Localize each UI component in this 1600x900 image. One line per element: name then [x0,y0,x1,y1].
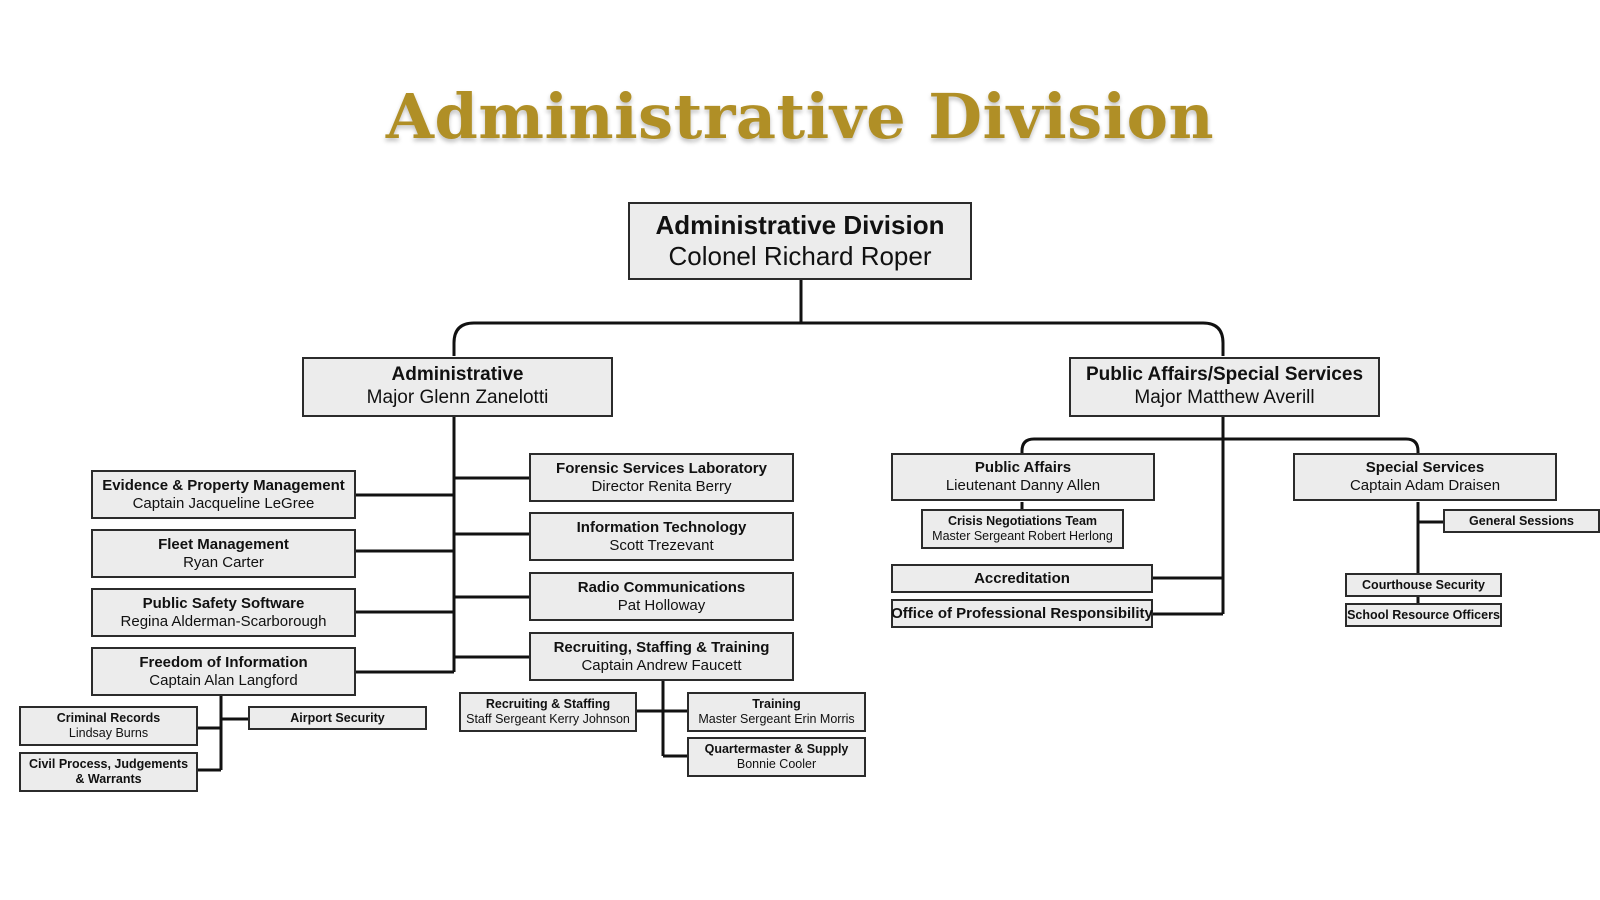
org-node-recruiting-staffing: Recruiting & Staffing Staff Sergeant Ker… [459,692,637,732]
node-person: Director Renita Berry [591,477,732,495]
node-name-line1: Civil Process, Judgements [28,757,189,771]
org-node-general-sessions: General Sessions [1443,509,1600,533]
node-person: Master Sergeant Robert Herlong [932,529,1113,543]
node-name: Radio Communications [577,578,746,596]
node-person: Captain Jacqueline LeGree [132,494,315,512]
org-node-administrative: Administrative Major Glenn Zanelotti [302,357,613,417]
org-node-forensic-services: Forensic Services Laboratory Director Re… [529,453,794,502]
node-name: Recruiting & Staffing [485,697,611,711]
node-name: Freedom of Information [139,653,308,671]
node-name: Public Affairs [974,459,1072,476]
org-node-radio-communications: Radio Communications Pat Holloway [529,572,794,621]
node-person: Master Sergeant Erin Morris [698,712,855,726]
org-node-accreditation: Accreditation [891,564,1153,593]
node-person: Captain Andrew Faucett [581,656,742,674]
node-name-line2: & Warrants [75,772,142,786]
node-name: Evidence & Property Management [102,476,345,494]
node-person: Regina Alderman-Scarborough [120,612,327,630]
connector-level2 [452,321,1225,356]
node-person: Ryan Carter [183,553,264,571]
node-person: Captain Alan Langford [149,671,298,689]
org-node-freedom-of-information: Freedom of Information Captain Alan Lang… [91,647,356,696]
org-node-courthouse-security: Courthouse Security [1345,573,1502,597]
node-person: Pat Holloway [617,596,706,614]
node-name: Public Affairs/Special Services [1085,364,1364,386]
node-name: Training [752,697,801,711]
node-name: Recruiting, Staffing & Training [553,638,770,656]
org-node-school-resource-officers: School Resource Officers [1345,603,1502,627]
org-node-administrative-division: Administrative Division Colonel Richard … [628,202,972,280]
org-node-evidence-property: Evidence & Property Management Captain J… [91,470,356,519]
connector-pass-branch [1020,437,1420,456]
org-node-civil-process: Civil Process, Judgements & Warrants [19,752,198,792]
org-node-public-safety-software: Public Safety Software Regina Alderman-S… [91,588,356,637]
node-name: Crisis Negotiations Team [947,514,1098,528]
org-node-public-affairs-special-services: Public Affairs/Special Services Major Ma… [1069,357,1380,417]
node-person: Bonnie Cooler [736,757,817,771]
org-node-office-professional-responsibility: Office of Professional Responsibility [891,599,1153,628]
node-name: Administrative Division [655,209,945,240]
org-node-public-affairs: Public Affairs Lieutenant Danny Allen [891,453,1155,501]
node-name: Accreditation [974,569,1070,587]
node-name: Office of Professional Responsibility [891,604,1153,622]
node-person: Major Glenn Zanelotti [366,387,549,408]
node-name: Information Technology [576,518,747,536]
node-name: Airport Security [290,710,385,725]
node-name: School Resource Officers [1347,607,1500,622]
node-name: Forensic Services Laboratory [556,459,767,477]
org-node-airport-security: Airport Security [248,706,427,730]
node-name: Public Safety Software [142,594,305,612]
node-person: Major Matthew Averill [1134,387,1315,408]
node-name: Administrative [391,364,524,386]
node-person: Scott Trezevant [609,536,714,554]
node-name: Special Services [1365,459,1485,476]
node-name: General Sessions [1469,513,1574,528]
node-name: Courthouse Security [1362,577,1485,592]
node-name: Fleet Management [158,535,289,553]
org-node-special-services: Special Services Captain Adam Draisen [1293,453,1557,501]
node-person: Colonel Richard Roper [668,241,932,271]
node-person: Lieutenant Danny Allen [945,477,1101,494]
node-name: Quartermaster & Supply [704,742,849,756]
page-title: Administrative Division [385,80,1215,153]
org-node-fleet-management: Fleet Management Ryan Carter [91,529,356,578]
org-node-crisis-negotiations: Crisis Negotiations Team Master Sergeant… [921,509,1124,549]
org-node-criminal-records: Criminal Records Lindsay Burns [19,706,198,746]
org-node-recruiting-staffing-training: Recruiting, Staffing & Training Captain … [529,632,794,681]
node-person: Lindsay Burns [68,726,149,740]
node-person: Captain Adam Draisen [1349,477,1501,494]
org-node-quartermaster-supply: Quartermaster & Supply Bonnie Cooler [687,737,866,777]
node-person: Staff Sergeant Kerry Johnson [466,712,630,726]
node-name: Criminal Records [56,711,161,725]
org-node-training: Training Master Sergeant Erin Morris [687,692,866,732]
org-node-information-technology: Information Technology Scott Trezevant [529,512,794,561]
